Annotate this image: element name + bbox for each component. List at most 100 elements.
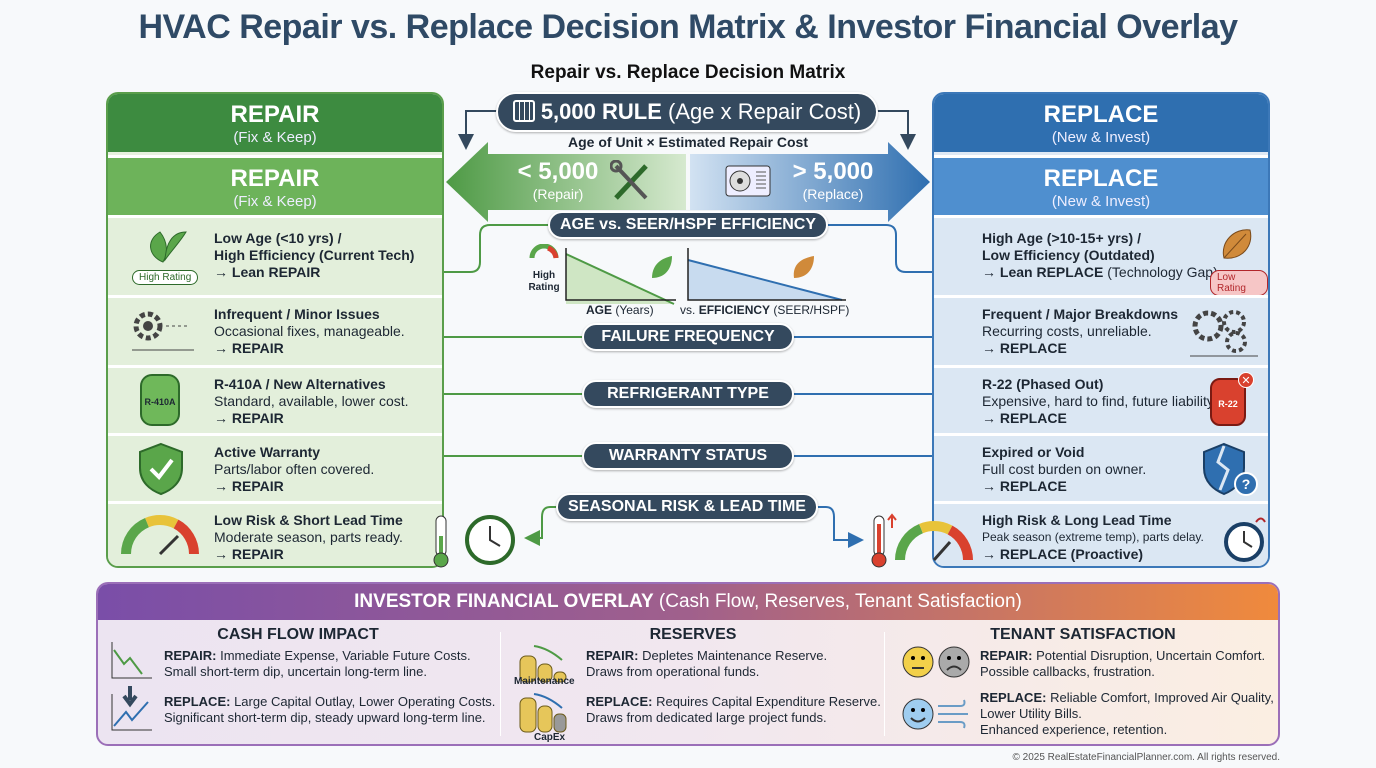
label: REPAIR: xyxy=(164,648,217,663)
age-efficiency-chart xyxy=(529,244,846,305)
repair-row-seasonal: Low Risk & Short Lead Time Moderate seas… xyxy=(108,501,442,566)
wrench-screwdriver-icon xyxy=(610,160,648,200)
repair-panel: REPAIR (Fix & Keep) REPAIR (Fix & Keep) … xyxy=(106,92,444,568)
age-decline-line xyxy=(565,253,675,305)
row-line: Standard, available, lower cost. xyxy=(214,393,409,409)
leaf-icon xyxy=(652,256,672,278)
row-action: → Lean REPAIR xyxy=(214,264,321,280)
repair-arrow xyxy=(446,142,686,222)
factor-seasonal-risk: SEASONAL RISK & LEAD TIME xyxy=(556,493,818,521)
thermometer-clock-icon xyxy=(433,515,515,568)
overlay-subtitle: (Cash Flow, Reserves, Tenant Satisfactio… xyxy=(658,591,1022,612)
repair-row-warranty: Active Warranty Parts/labor often covere… xyxy=(108,433,442,501)
x-mark-icon: ✕ xyxy=(1238,372,1254,388)
age-axis-bold: AGE xyxy=(586,303,613,317)
row-line: Peak season (extreme temp), parts delay. xyxy=(982,530,1204,544)
investor-financial-overlay: INVESTOR FINANCIAL OVERLAY (Cash Flow, R… xyxy=(96,582,1280,746)
replace-header-secondary: REPLACE (New & Invest) xyxy=(934,155,1268,215)
factor-age-efficiency: AGE vs. SEER/HSPF EFFICIENCY xyxy=(548,211,828,239)
reserves-replace: REPLACE: Requires Capital Expenditure Re… xyxy=(586,694,881,726)
text: Draws from operational funds. xyxy=(586,664,760,679)
calendar-icon xyxy=(512,100,535,122)
replace-header: REPLACE (New & Invest) xyxy=(934,94,1268,152)
text: Possible callbacks, frustration. xyxy=(980,664,1155,679)
rule-subtitle: (Age x Repair Cost) xyxy=(668,99,862,124)
gauge-label-2: Rating xyxy=(528,282,560,293)
divider xyxy=(884,632,885,736)
text: Significant short-term dip, steady upwar… xyxy=(164,710,486,725)
age-axis-rest: (Years) xyxy=(615,303,654,317)
text: Lower Utility Bills. xyxy=(980,706,1082,721)
ac-unit-icon xyxy=(725,165,771,197)
coins-maintenance-icon xyxy=(519,645,567,683)
text: Immediate Expense, Variable Future Costs… xyxy=(220,648,471,663)
row-title: Expired or Void xyxy=(982,444,1085,460)
text: Large Capital Outlay, Lower Operating Co… xyxy=(234,694,496,709)
row-action: → Lean REPLACE xyxy=(982,264,1104,280)
replace-subtitle-2: (New & Invest) xyxy=(1051,193,1151,210)
tenant-repair: REPAIR: Potential Disruption, Uncertain … xyxy=(980,648,1265,680)
row-action: → REPAIR xyxy=(214,478,284,494)
gauge-label-1: High xyxy=(532,270,556,281)
replace-row-age: High Age (>10-15+ yrs) / Low Efficiency … xyxy=(934,215,1268,296)
tenant-satisfaction-title: TENANT SATISFACTION xyxy=(990,626,1176,643)
factor-failure-frequency: FAILURE FREQUENCY xyxy=(582,323,794,351)
gear-icon xyxy=(132,311,194,351)
low-rating-badge: Low Rating xyxy=(1210,270,1268,296)
copyright: © 2025 RealEstateFinancialPlanner.com. A… xyxy=(1012,752,1280,763)
replace-threshold-value: > 5,000 xyxy=(792,158,874,185)
replace-panel: REPLACE (New & Invest) REPLACE (New & In… xyxy=(932,92,1270,568)
efficiency-axis-label: vs. EFFICIENCY (SEER/HSPF) xyxy=(680,303,849,317)
repair-title: REPAIR xyxy=(230,101,320,128)
repair-subtitle: (Fix & Keep) xyxy=(233,129,317,146)
rule-formula: Age of Unit × Estimated Repair Cost xyxy=(568,134,808,150)
neutral-sad-faces-icon xyxy=(902,646,970,678)
svg-text:?: ? xyxy=(1242,476,1251,492)
overlay-header: INVESTOR FINANCIAL OVERLAY (Cash Flow, R… xyxy=(98,584,1278,620)
row-action: → REPLACE xyxy=(982,478,1067,494)
row-action-note: (Technology Gap) xyxy=(1107,264,1218,280)
row-title: Active Warranty xyxy=(214,444,321,460)
dry-leaf-icon xyxy=(1222,229,1252,259)
gauge-low-icon xyxy=(121,515,199,556)
repair-row-age: High Rating Low Age (<10 yrs) / High Eff… xyxy=(108,215,442,295)
cash-flow-title: CASH FLOW IMPACT xyxy=(217,626,379,643)
replace-threshold: > 5,000 (Replace) xyxy=(778,158,888,202)
text: Enhanced experience, retention. xyxy=(980,722,1168,737)
replace-title: REPLACE xyxy=(1043,101,1159,128)
row-title: Infrequent / Minor Issues xyxy=(214,306,380,322)
reserves-title: RESERVES xyxy=(649,626,737,643)
row-line: Occasional fixes, manageable. xyxy=(214,323,405,339)
replace-title-2: REPLACE xyxy=(1043,165,1159,192)
row-title: Frequent / Major Breakdowns xyxy=(982,306,1179,322)
cash-flow-repair: REPAIR: Immediate Expense, Variable Futu… xyxy=(164,648,471,680)
efficiency-axis-bold: EFFICIENCY xyxy=(698,303,771,317)
replace-threshold-label: (Replace) xyxy=(802,186,864,202)
row-line: Parts/labor often covered. xyxy=(214,461,375,477)
row-line: Full cost burden on owner. xyxy=(982,461,1147,477)
row-line: Moderate season, parts ready. xyxy=(214,529,403,545)
rule-title: 5,000 RULE xyxy=(540,99,662,124)
efficiency-axis-prefix: vs. xyxy=(680,303,696,317)
divider xyxy=(500,632,501,736)
age-axis-label: AGE (Years) xyxy=(586,303,654,317)
row-action: → REPLACE xyxy=(982,410,1067,426)
cash-flow-replace: REPLACE: Large Capital Outlay, Lower Ope… xyxy=(164,694,495,726)
row-line: Recurring costs, unreliable. xyxy=(982,323,1152,339)
repair-header-secondary: REPAIR (Fix & Keep) xyxy=(108,155,442,215)
text: Depletes Maintenance Reserve. xyxy=(642,648,828,663)
row-title: High Risk & Long Lead Time xyxy=(982,512,1172,528)
row-action: → REPAIR xyxy=(214,546,284,562)
label: REPLACE: xyxy=(980,690,1047,705)
replace-row-seasonal: High Risk & Long Lead Time Peak season (… xyxy=(934,501,1268,566)
row-title: Low Age (<10 yrs) / xyxy=(214,230,342,246)
replace-row-failure: Frequent / Major Breakdowns Recurring co… xyxy=(934,295,1268,365)
label: REPLACE: xyxy=(586,694,653,709)
text: Potential Disruption, Uncertain Comfort. xyxy=(1036,648,1266,663)
efficiency-decline-line xyxy=(687,259,843,301)
repair-title-2: REPAIR xyxy=(230,165,320,192)
efficiency-axis-rest: (SEER/HSPF) xyxy=(773,303,850,317)
repair-threshold: < 5,000 (Repair) xyxy=(508,158,608,202)
repair-header: REPAIR (Fix & Keep) xyxy=(108,94,442,152)
